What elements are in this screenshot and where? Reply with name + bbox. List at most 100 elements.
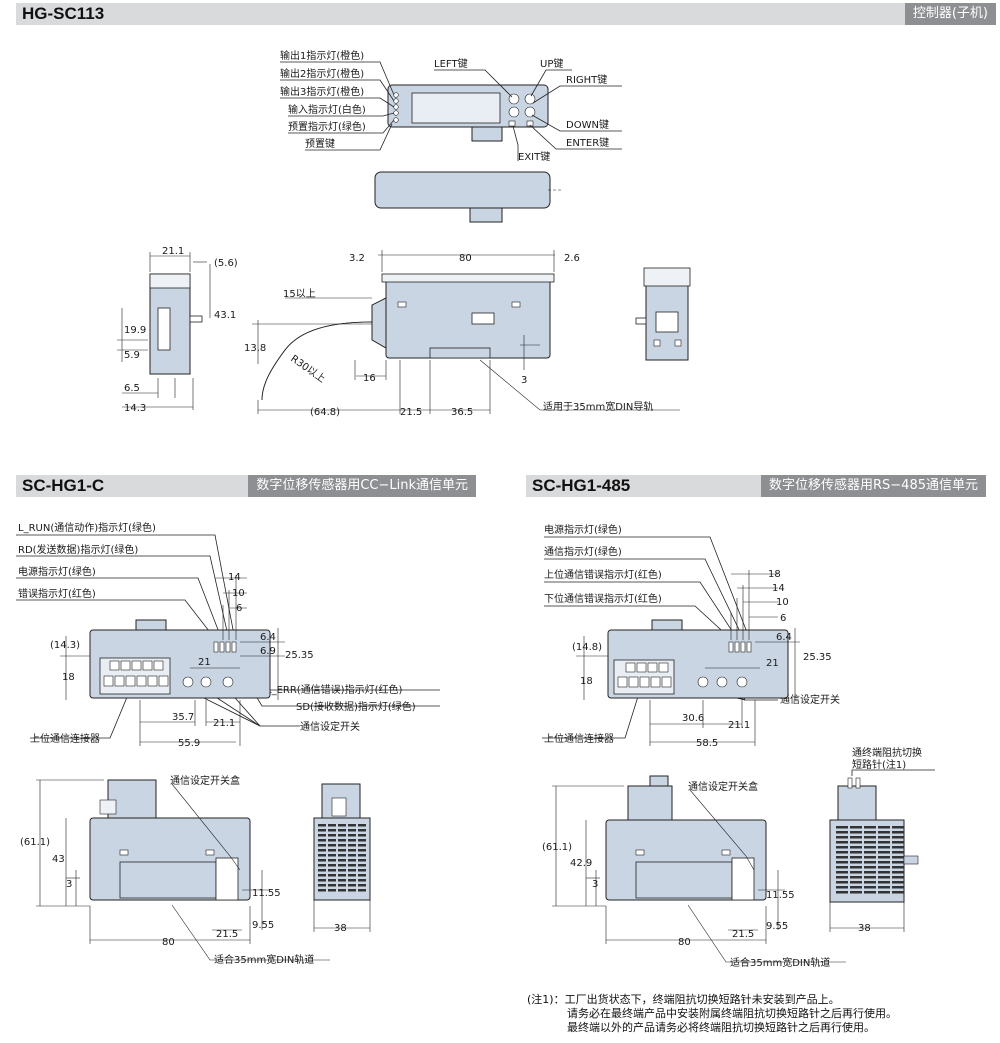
vent-slot: [328, 864, 336, 867]
vent-slot: [348, 844, 356, 847]
cc-label-rd: RD(发送数据)指示灯(绿色): [18, 543, 138, 556]
vent-slot: [878, 831, 890, 834]
footnote-line-1: (注1)：工厂出货状态下，终端阻抗切换短路针未安装到产品上。: [527, 993, 840, 1006]
vent-slot: [864, 856, 876, 859]
section-header-rs: SC-HG1-485 数字位移传感器用RS−485通信单元: [526, 475, 986, 497]
dim-5-6: (5.6): [214, 258, 238, 269]
hg-front-view: [261, 273, 555, 401]
vent-slot: [348, 879, 356, 882]
vent-slot: [348, 829, 356, 832]
cc-dim-21-5: 21.5: [216, 929, 238, 940]
vent-slot: [358, 859, 366, 862]
dim-80: 80: [459, 253, 472, 264]
vent-slot: [878, 891, 890, 894]
cc-label-lrun: L_RUN(通信动作)指示灯(绿色): [18, 521, 156, 534]
vent-slot: [358, 829, 366, 832]
vent-slot: [348, 889, 356, 892]
vent-slot: [836, 886, 848, 889]
vent-slot: [864, 871, 876, 874]
vent-slot: [850, 861, 862, 864]
vent-slot: [318, 839, 326, 842]
vent-slot: [318, 854, 326, 857]
vent-slot: [892, 836, 904, 839]
vent-slot: [892, 851, 904, 854]
vent-slot: [836, 861, 848, 864]
cc-dim-61-1: (61.1): [20, 837, 50, 848]
vent-slot: [850, 826, 862, 829]
vent-slot: [878, 851, 890, 854]
rs-side-vents: [836, 826, 904, 894]
rs-side-dims: [829, 902, 905, 932]
rs-lower-dims: [552, 785, 846, 963]
vent-slot: [850, 856, 862, 859]
rs-dim-3: 3: [592, 879, 598, 890]
vent-slot: [878, 861, 890, 864]
rs-dim-30-6: 30.6: [682, 713, 704, 724]
vent-slot: [850, 841, 862, 844]
dim-16: 16: [363, 373, 376, 384]
dim-64-8: (64.8): [310, 407, 340, 418]
vent-slot: [318, 849, 326, 852]
label-right-key: RIGHT键: [566, 73, 607, 86]
rs-dim-14-8: (14.8): [572, 642, 602, 653]
vent-slot: [878, 846, 890, 849]
rs-dim-58-5: 58.5: [696, 738, 718, 749]
label-down-key: DOWN键: [566, 118, 609, 131]
rs-label-din: 适合35mm宽DIN轨道: [730, 956, 830, 969]
label-out1: 输出1指示灯(橙色): [280, 49, 364, 62]
vent-slot: [850, 886, 862, 889]
section-code: HG-SC113: [22, 4, 105, 23]
vent-slot: [338, 824, 346, 827]
vent-slot: [328, 849, 336, 852]
vent-slot: [348, 859, 356, 862]
cc-label-din: 适合35mm宽DIN轨道: [214, 953, 314, 966]
vent-slot: [836, 866, 848, 869]
vent-slot: [864, 851, 876, 854]
cc-leaders: [16, 534, 440, 739]
vent-slot: [864, 826, 876, 829]
vent-slot: [892, 876, 904, 879]
vent-slot: [864, 876, 876, 879]
vent-slot: [328, 824, 336, 827]
vent-slot: [358, 889, 366, 892]
dim-21-1: 21.1: [162, 246, 184, 257]
vent-slot: [892, 891, 904, 894]
rs-dim-11-55: 11.55: [766, 890, 795, 901]
vent-slot: [836, 881, 848, 884]
vent-slot: [850, 881, 862, 884]
vent-slot: [338, 884, 346, 887]
vent-slot: [864, 836, 876, 839]
rs-dim-42-9: 42.9: [570, 858, 592, 869]
label-input-led: 输入指示灯(白色): [288, 103, 366, 116]
vent-slot: [348, 864, 356, 867]
vent-slot: [358, 834, 366, 837]
vent-slot: [892, 831, 904, 834]
vent-slot: [338, 839, 346, 842]
vent-slot: [892, 881, 904, 884]
vent-slot: [348, 824, 356, 827]
cc-dim-43: 43: [52, 854, 65, 865]
hg-top-view: [387, 84, 549, 142]
vent-slot: [318, 879, 326, 882]
rs-label-comm: 通信指示灯(绿色): [544, 545, 622, 558]
section-header-cc: SC-HG1-C 数字位移传感器用CC−Link通信单元: [16, 475, 476, 497]
dim-2-6: 2.6: [564, 253, 580, 264]
cc-side-view: [313, 783, 371, 901]
cc-dim-11-55: 11.55: [252, 888, 281, 899]
cc-dim-55-9: 55.9: [178, 738, 200, 749]
dim-3-2: 3.2: [349, 253, 365, 264]
rs-label-term-1: 通终端阻抗切换: [852, 746, 922, 759]
dim-43-1: 43.1: [214, 310, 236, 321]
vent-slot: [318, 834, 326, 837]
cc-lower-front-view: [89, 779, 251, 901]
vent-slot: [348, 834, 356, 837]
vent-slot: [836, 836, 848, 839]
vent-slot: [338, 834, 346, 837]
vent-slot: [850, 836, 862, 839]
rs-front-dims: [576, 570, 800, 746]
vent-slot: [348, 869, 356, 872]
vent-slot: [836, 846, 848, 849]
cc-label-lerr: L_ERR(通信错误)指示灯(红色): [266, 683, 402, 696]
vent-slot: [328, 829, 336, 832]
